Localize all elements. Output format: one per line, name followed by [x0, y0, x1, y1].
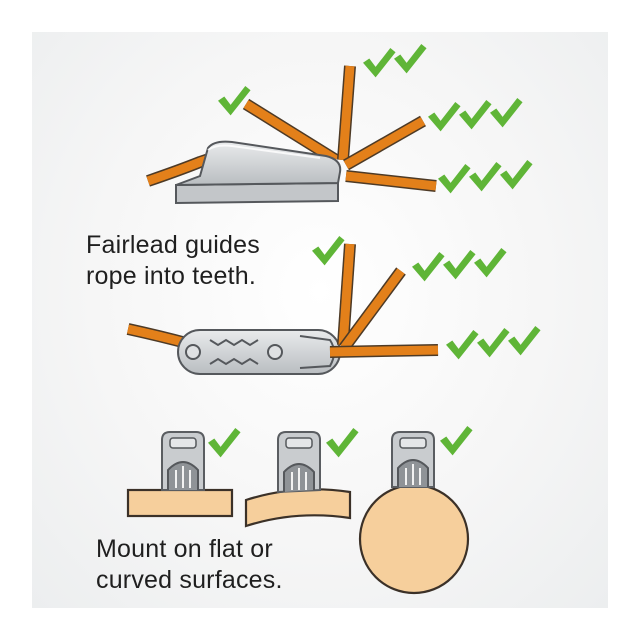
rope-angle-1: [242, 98, 340, 166]
check-icon: [469, 162, 502, 192]
check-icon: [428, 102, 461, 132]
check-icon: [500, 160, 533, 190]
caption-line: rope into teeth.: [86, 262, 256, 290]
rope-incoming: [146, 150, 220, 187]
caption-line: Fairlead guides: [86, 231, 260, 259]
check-icon: [312, 236, 345, 266]
check-icon: [412, 252, 445, 282]
mount-curved-group: [244, 428, 359, 528]
check-icon: [438, 164, 471, 194]
round-surface: [358, 483, 470, 595]
mount-caption: Mount on flat or curved surfaces.: [96, 534, 283, 596]
rope-angle-3: [343, 115, 426, 171]
rope-top-angle-2: [339, 267, 406, 352]
check-icon: [459, 100, 492, 130]
top-view-cleat-group: [126, 236, 541, 375]
cam-cleat-top: [177, 329, 341, 375]
check-icon: [446, 330, 479, 360]
cam-cleat-front-curved: [277, 431, 321, 494]
mount-round-group: [358, 426, 473, 595]
check-icon: [326, 428, 359, 458]
check-icon: [440, 426, 473, 456]
cam-cleat-front-round: [391, 431, 435, 488]
check-icon: [477, 328, 510, 358]
check-icon: [508, 326, 541, 356]
rope-angle-2: [337, 65, 356, 161]
cam-cleat-side: [175, 140, 342, 205]
curved-surface: [244, 488, 352, 528]
check-icon: [474, 248, 507, 278]
caption-line: Mount on flat or: [96, 535, 273, 563]
check-icon: [443, 250, 476, 280]
check-icon: [490, 98, 523, 128]
check-icon: [394, 44, 427, 74]
cam-cleat-front-flat: [161, 431, 205, 491]
check-icon: [363, 48, 396, 78]
rope-angle-4: [345, 170, 437, 192]
check-icon: [218, 86, 251, 116]
rope-top-angle-3: [329, 344, 439, 358]
check-icon: [208, 428, 241, 458]
caption-line: curved surfaces.: [96, 566, 283, 594]
side-view-cleat-group: [146, 44, 533, 205]
mount-flat-group: [126, 428, 241, 518]
fairlead-caption: Fairlead guides rope into teeth.: [86, 230, 260, 292]
rope-top-angle-1: [337, 243, 356, 346]
flat-surface: [126, 488, 234, 518]
